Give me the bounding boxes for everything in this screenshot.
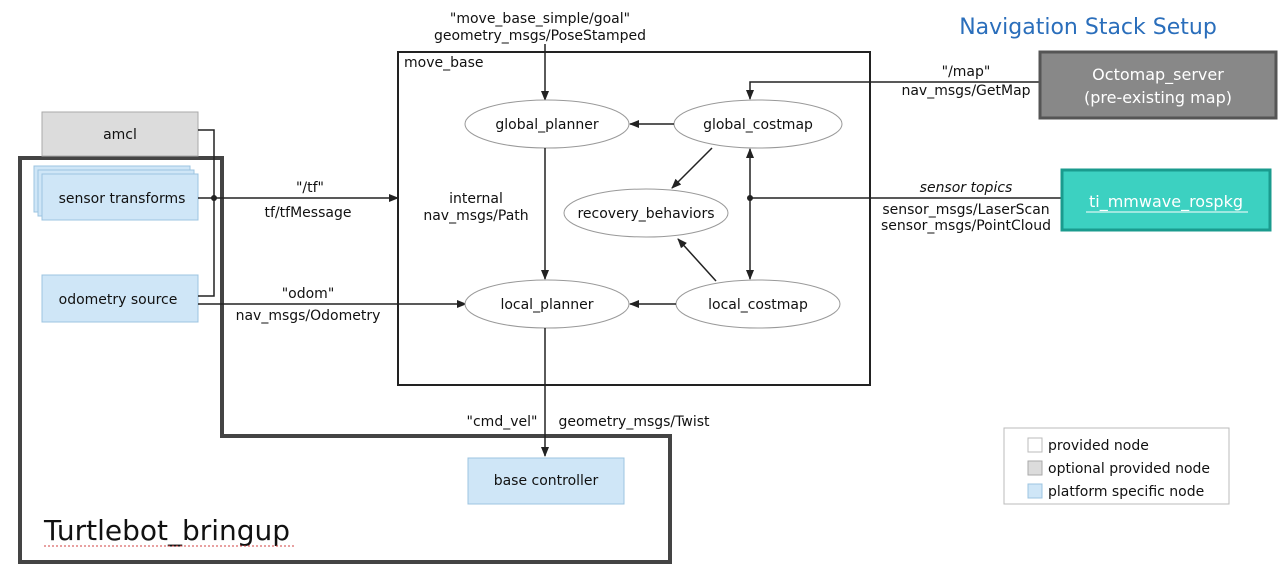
sensor-transforms-label: sensor transforms: [59, 191, 186, 207]
cmd-vel-topic-label: "cmd_vel": [467, 414, 538, 430]
local-planner-label: local_planner: [500, 297, 593, 313]
twist-type-label: geometry_msgs/Twist: [558, 414, 710, 430]
map-type-label: nav_msgs/GetMap: [901, 83, 1030, 99]
legend-swatch-platform: [1027, 483, 1043, 499]
recovery-behaviors-label: recovery_behaviors: [577, 206, 714, 222]
octomap-label-2: (pre-existing map): [1084, 88, 1232, 107]
goal-type-label: geometry_msgs/PoseStamped: [434, 28, 646, 44]
odom-type-label: nav_msgs/Odometry: [236, 308, 381, 324]
cloud-type-label: sensor_msgs/PointCloud: [881, 218, 1051, 234]
odom-topic-label: "odom": [282, 286, 335, 302]
legend-swatch-optional: [1027, 460, 1043, 476]
tf-type-label: tf/tfMessage: [265, 205, 352, 221]
odometry-source-label: odometry source: [59, 292, 178, 308]
tf-topic-label: "/tf": [296, 180, 324, 196]
local-costmap-to-recovery-edge: [677, 238, 717, 282]
path-type-label: nav_msgs/Path: [423, 208, 528, 224]
amcl-odom-connector: [198, 129, 215, 297]
move-base-label: move_base: [404, 55, 483, 71]
global-planner-label: global_planner: [495, 117, 598, 133]
base-controller-label: base controller: [494, 473, 599, 489]
octomap-server-node: [1038, 50, 1278, 120]
sensor-transforms-node: [41, 173, 199, 221]
base-controller-node: [467, 457, 625, 505]
turtlebot-bringup-label: Turtlebot_bringup: [43, 514, 290, 547]
global-costmap-label: global_costmap: [703, 117, 813, 133]
legend-optional-label: optional provided node: [1048, 461, 1210, 477]
diagram-title: Navigation Stack Setup: [959, 15, 1217, 40]
legend-swatch-provided: [1027, 437, 1043, 453]
global-costmap-to-recovery-edge: [671, 147, 713, 189]
amcl-node: [41, 111, 199, 157]
ti-mmwave-node: [1060, 168, 1272, 232]
map-topic-label: "/map": [942, 64, 991, 80]
amcl-label: amcl: [103, 127, 137, 143]
laser-type-label: sensor_msgs/LaserScan: [882, 202, 1049, 218]
goal-topic-label: "move_base_simple/goal": [450, 11, 630, 27]
ti-mmwave-label: ti_mmwave_rospkg: [1089, 192, 1243, 212]
legend-platform-label: platform specific node: [1048, 484, 1204, 500]
turtlebot-bringup-group: [18, 156, 672, 564]
local-costmap-label: local_costmap: [708, 297, 808, 313]
odometry-source-node: [41, 274, 199, 323]
octomap-label-1: Octomap_server: [1092, 65, 1224, 85]
legend-provided-label: provided node: [1048, 438, 1149, 454]
map-edge: [746, 81, 1040, 100]
recovery-behaviors-node: [563, 188, 729, 238]
sensor-topics-label: sensor topics: [920, 180, 1013, 196]
move-base-box: [397, 51, 871, 386]
internal-label: internal: [449, 191, 503, 207]
